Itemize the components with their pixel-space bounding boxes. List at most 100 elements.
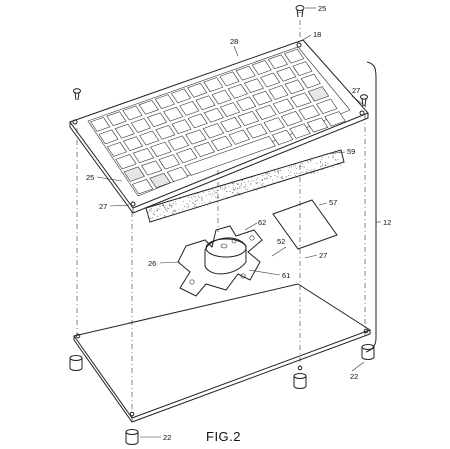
foam-texture-dot	[250, 182, 252, 184]
foam-texture-dot	[210, 188, 212, 190]
foam-texture-dot	[223, 196, 225, 198]
key	[150, 141, 172, 157]
foam-texture-dot	[150, 221, 152, 222]
foam-texture-dot	[310, 160, 312, 162]
foam-texture-dot	[236, 193, 238, 195]
foam-texture-dot	[333, 156, 335, 158]
foam-texture-dot	[164, 207, 166, 209]
foam-texture-dot	[274, 171, 276, 173]
foam-texture-dot	[235, 187, 237, 189]
foam-texture-dot	[280, 177, 282, 179]
foam-texture-dot	[207, 189, 208, 191]
foam-texture-dot	[311, 173, 312, 175]
foam-texture-dot	[216, 192, 218, 194]
foam-texture-dot	[245, 184, 247, 186]
foot-right-icon	[361, 344, 375, 360]
foam-texture-dot	[337, 158, 339, 160]
foam-texture-dot	[240, 185, 242, 187]
key	[187, 113, 208, 129]
foam-texture-dot	[320, 166, 322, 168]
foam-texture-dot	[195, 206, 197, 207]
label-12: 12	[383, 218, 391, 227]
foam-texture-dot	[232, 187, 234, 189]
foam-texture-dot	[178, 197, 180, 199]
foam-texture-dot	[320, 160, 322, 162]
foam-texture-dot	[240, 183, 242, 185]
foam-texture-dot	[224, 188, 226, 190]
foam-texture-dot	[319, 161, 321, 163]
foam-texture-dot	[306, 168, 308, 170]
foam-texture-dot	[238, 193, 239, 195]
foam-texture-dot	[238, 186, 240, 188]
foam-texture-dot	[216, 190, 218, 192]
foam-texture-dot	[302, 171, 304, 173]
foam-texture-dot	[203, 192, 205, 194]
foam-texture-dot	[170, 206, 172, 208]
foam-texture-dot	[181, 208, 183, 210]
foam-strip	[145, 149, 345, 223]
foam-texture-dot	[302, 174, 304, 176]
foam-texture-dot	[224, 185, 226, 187]
foam-texture-dot	[173, 210, 175, 212]
foam-texture-dot	[236, 191, 238, 193]
key	[300, 73, 321, 89]
foam-texture-dot	[309, 170, 311, 171]
foam-texture-dot	[332, 166, 334, 168]
foam-texture-dot	[215, 200, 217, 202]
foam-texture-dot	[157, 216, 159, 217]
foam-texture-dot	[175, 201, 177, 203]
foam-texture-dot	[306, 160, 308, 162]
key	[106, 142, 127, 157]
foam-texture-dot	[220, 186, 221, 188]
foam-texture-dot	[251, 180, 253, 182]
space-bar	[184, 135, 276, 176]
label-27-right: 27	[352, 86, 360, 95]
key	[268, 85, 289, 100]
foam-texture-dot	[308, 161, 310, 163]
foam-texture-dot	[156, 209, 158, 211]
foam-texture-dot	[172, 204, 174, 206]
foam-texture-dot	[259, 182, 261, 184]
foam-texture-dot	[282, 166, 284, 168]
screw-left-icon	[73, 88, 81, 101]
foam-texture-dot	[337, 162, 339, 164]
key	[166, 166, 189, 182]
foam-texture-dot	[191, 198, 193, 200]
foam-texture-dot	[163, 204, 164, 206]
key	[237, 110, 260, 127]
foam-texture-dot	[196, 206, 198, 208]
foam-texture-dot	[207, 203, 209, 205]
foam-texture-dot	[253, 180, 255, 182]
foam-texture-dot	[238, 194, 240, 196]
foam-texture-dot	[255, 189, 257, 191]
foam-texture-dot	[240, 194, 242, 196]
foam-texture-dot	[193, 204, 195, 206]
foam-texture-dot	[241, 180, 243, 182]
foam-texture-dot	[180, 198, 182, 199]
foam-texture-dot	[206, 204, 208, 206]
foam-texture-dot	[182, 211, 184, 213]
key	[195, 95, 216, 111]
foam-texture-dot	[241, 182, 242, 184]
foam-texture-dot	[273, 169, 275, 171]
foam-texture-dot	[327, 162, 329, 164]
foam-texture-dot	[254, 188, 256, 190]
foam-texture-dot	[238, 192, 240, 194]
label-25-top: 25	[318, 4, 326, 13]
foam-texture-dot	[231, 192, 233, 194]
foam-texture-dot	[245, 188, 247, 190]
foam-texture-dot	[187, 206, 189, 207]
foam-texture-dot	[256, 181, 258, 183]
foam-texture-dot	[296, 176, 298, 178]
label-22-bottom: 22	[163, 433, 171, 442]
key	[281, 111, 303, 127]
foam-texture-dot	[322, 169, 324, 171]
key	[243, 78, 264, 94]
foam-texture-dot	[183, 200, 185, 202]
foam-texture-dot	[171, 199, 173, 201]
foam-texture-dot	[295, 164, 297, 166]
foam-texture-dot	[306, 171, 308, 172]
key	[147, 112, 168, 128]
key	[176, 148, 198, 164]
